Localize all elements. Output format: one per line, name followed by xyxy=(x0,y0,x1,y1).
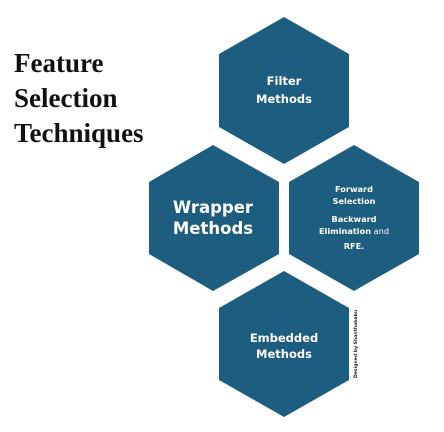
hexagon-sequential-shape xyxy=(289,145,419,291)
sequential-label-line-1: Forward xyxy=(335,184,373,194)
sequential-label-line-5: RFE. xyxy=(344,241,365,251)
hexagon-filter-shape xyxy=(219,17,349,164)
title-line-1: Feature xyxy=(14,48,103,78)
sequential-label-elimination: Elimination xyxy=(319,226,371,236)
embedded-label-line-2: Methods xyxy=(256,347,312,361)
hexagon-filter-methods: Filter Methods xyxy=(219,17,349,164)
hexagon-wrapper-methods: Wrapper Methods xyxy=(149,145,279,291)
hexagon-embedded-shape xyxy=(219,271,349,417)
hexagon-sequential-methods: Forward Selection Backward Elimination a… xyxy=(289,145,419,291)
diagram-title: Feature Selection Techniques xyxy=(14,48,144,148)
title-line-3: Techniques xyxy=(14,118,144,148)
filter-label-line-2: Methods xyxy=(256,92,312,106)
filter-label-line-1: Filter xyxy=(267,74,302,88)
sequential-label-line-3: Backward xyxy=(331,214,376,224)
hexagon-embedded-methods: Embedded Methods xyxy=(219,271,349,417)
title-line-2: Selection xyxy=(14,83,117,113)
wrapper-label-line-1: Wrapper xyxy=(173,198,254,217)
designer-credit: Designed by Shanthababu xyxy=(353,310,359,378)
sequential-label-line-4: Elimination and xyxy=(319,226,389,236)
hexagon-wrapper-shape xyxy=(149,145,279,291)
wrapper-label-line-2: Methods xyxy=(173,219,253,238)
sequential-label-line-2: Selection xyxy=(333,196,376,206)
embedded-label-line-1: Embedded xyxy=(250,331,318,345)
sequential-label-and: and xyxy=(371,226,389,236)
